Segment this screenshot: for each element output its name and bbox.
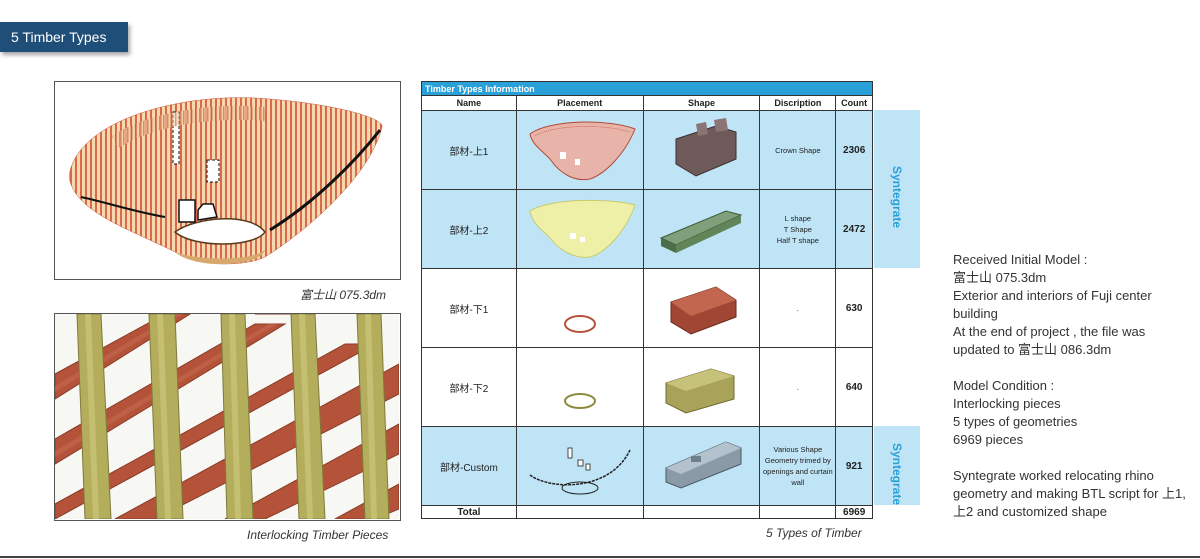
table-caption: 5 Types of Timber xyxy=(766,526,862,540)
description-cell: L shape T Shape Half T shape xyxy=(759,189,837,269)
column-header: Shape xyxy=(642,95,761,111)
count-cell: 2472 xyxy=(835,189,873,269)
placement-cell xyxy=(515,110,644,190)
timber-types-table: Timber Types Information Name Placement … xyxy=(421,81,873,519)
shape-image xyxy=(660,210,743,253)
syntegrate-band-bottom: Syntegrate xyxy=(874,426,920,505)
row-name: 部材-下1 xyxy=(421,268,517,348)
table-row: 部材-下2 . 640 xyxy=(421,347,873,427)
description-cell: . xyxy=(759,347,837,427)
model-caption: 富士山 075.3dm xyxy=(300,288,387,302)
description-cell: Crown Shape xyxy=(759,110,837,190)
note-line: Model Condition : xyxy=(953,378,1055,393)
description-line: L shape xyxy=(784,213,812,223)
shape-cell xyxy=(642,426,761,506)
description-cell: Various Shape Geometry trimed by opening… xyxy=(759,426,837,506)
table-column-headers: Name Placement Shape Discription Count xyxy=(421,95,873,111)
count-cell: 2306 xyxy=(835,110,873,190)
placement-image xyxy=(529,121,636,181)
note-line: Received Initial Model : xyxy=(953,252,1088,267)
total-label: Total xyxy=(421,505,517,519)
placement-image xyxy=(563,393,596,409)
note-line: At the end of project , the file was upd… xyxy=(953,324,1146,357)
placement-cell xyxy=(515,347,644,427)
shape-cell xyxy=(642,110,761,190)
placement-image xyxy=(529,447,631,495)
note-line: 6969 pieces xyxy=(953,432,1024,447)
interlocking-timber-image xyxy=(55,314,400,520)
syntegrate-label: Syntegrate xyxy=(890,442,904,505)
bottom-divider xyxy=(0,556,1200,558)
table-row: 部材-上2 L shape T Shape Half T shape 2472 xyxy=(421,189,873,269)
description-line: T Shape xyxy=(783,224,812,234)
table-heading-row: Timber Types Information xyxy=(421,81,873,96)
interlocking-frame xyxy=(54,313,401,521)
count-cell: 640 xyxy=(835,347,873,427)
note-line: Interlocking pieces xyxy=(953,396,1061,411)
row-name: 部材-上2 xyxy=(421,189,517,269)
description-line: Geometry trimed by xyxy=(764,456,831,465)
shape-image xyxy=(670,286,737,335)
column-header: Count xyxy=(835,95,873,111)
description-line: Crown Shape xyxy=(775,145,821,155)
description-line: . xyxy=(796,382,799,392)
fuji-funnel-model-image xyxy=(68,97,383,265)
count-cell: 630 xyxy=(835,268,873,348)
note-line: Exterior and interiors of Fuji center bu… xyxy=(953,288,1152,321)
placement-cell xyxy=(515,426,644,506)
total-row: Total 6969 xyxy=(421,505,873,519)
table-row: 部材-Custom Various Shape Geometry trimed … xyxy=(421,426,873,506)
placement-cell xyxy=(515,268,644,348)
description-line: openings and curtain xyxy=(763,467,833,476)
syntegrate-label: Syntegrate xyxy=(890,166,904,229)
description-line: wall xyxy=(791,478,805,487)
description-line: . xyxy=(796,303,799,313)
row-name: 部材-下2 xyxy=(421,347,517,427)
placement-cell xyxy=(515,189,644,269)
table-heading: Timber Types Information xyxy=(421,81,873,96)
column-header: Discription xyxy=(759,95,837,111)
notes-panel: Received Initial Model : 富士山 075.3dm Ext… xyxy=(953,251,1193,521)
note-line: 富士山 075.3dm xyxy=(953,270,1047,285)
description-cell: . xyxy=(759,268,837,348)
shape-image xyxy=(665,441,742,489)
shape-cell xyxy=(642,347,761,427)
note-line: Syntegrate worked relocating rhino geome… xyxy=(953,468,1186,519)
shape-image xyxy=(675,118,737,177)
description-line: Various Shape xyxy=(773,445,823,454)
table-row: 部材-上1 Crown Shape 2306 xyxy=(421,110,873,190)
shape-cell xyxy=(642,268,761,348)
row-name: 部材-上1 xyxy=(421,110,517,190)
model-render-frame xyxy=(54,81,401,280)
table-row: 部材-下1 . 630 xyxy=(421,268,873,348)
note-line: 5 types of geometries xyxy=(953,414,1078,429)
count-cell: 921 xyxy=(835,426,873,506)
total-count: 6969 xyxy=(835,505,873,519)
column-header: Name xyxy=(421,95,517,111)
syntegrate-band-top: Syntegrate xyxy=(874,110,920,268)
page-title: 5 Timber Types xyxy=(0,22,128,52)
row-name: 部材-Custom xyxy=(421,426,517,506)
description-line: Half T shape xyxy=(776,235,819,245)
placement-image xyxy=(563,315,596,333)
column-header: Placement xyxy=(515,95,644,111)
shape-image xyxy=(665,368,735,414)
shape-cell xyxy=(642,189,761,269)
interlocking-caption: Interlocking Timber Pieces xyxy=(247,528,389,542)
placement-image xyxy=(529,199,636,258)
